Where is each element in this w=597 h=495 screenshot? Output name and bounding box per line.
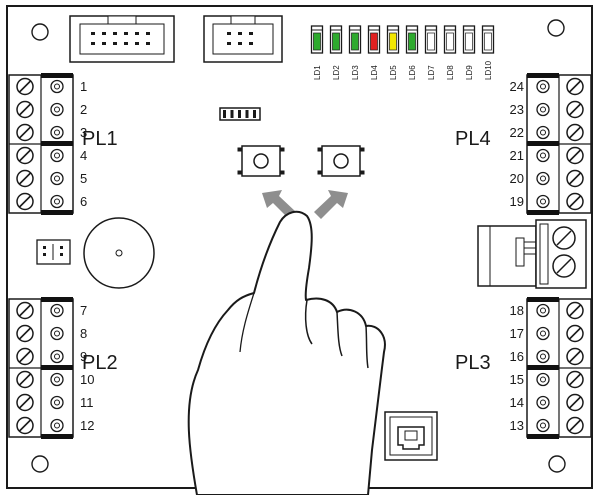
led-9: LD9	[462, 25, 476, 80]
small-chip	[219, 107, 261, 121]
mounting-hole-top-right	[547, 19, 565, 37]
pin-label: 19	[510, 194, 524, 209]
led-6: LD6	[405, 25, 419, 80]
arrow-icon	[262, 190, 296, 219]
terminal-block-pl4	[526, 73, 592, 215]
mounting-hole-top-left	[31, 23, 49, 41]
led-3: LD3	[348, 25, 362, 80]
pin-label: 10	[80, 372, 94, 387]
pin-label: 18	[510, 303, 524, 318]
led-label: LD9	[465, 65, 474, 80]
header-large-pins	[91, 32, 150, 45]
terminal-blocks	[8, 73, 592, 439]
pin-label: 7	[80, 303, 87, 318]
pin-label: 1	[80, 79, 87, 94]
led-label: LD3	[351, 65, 360, 80]
led-1: LD1	[310, 25, 324, 80]
led-label: LD6	[408, 65, 417, 80]
power-connector	[477, 219, 587, 289]
led-label: LD8	[446, 65, 455, 80]
led-label: LD2	[332, 65, 341, 80]
pin-label: 15	[510, 372, 524, 387]
led-10: LD10	[481, 25, 495, 80]
terminal-block-pl3	[526, 297, 592, 439]
pin-label: 22	[510, 125, 524, 140]
pin-label: 23	[510, 102, 524, 117]
led-7: LD7	[424, 25, 438, 80]
jumper	[36, 239, 71, 265]
pin-label: 17	[510, 326, 524, 341]
pin-label: 20	[510, 171, 524, 186]
pin-label: 16	[510, 349, 524, 364]
pin-label: 4	[80, 148, 87, 163]
push-button-right	[317, 145, 365, 177]
mounting-hole-bottom-left	[31, 455, 49, 473]
pin-label: 9	[80, 349, 87, 364]
led-label: LD7	[427, 65, 436, 80]
connector-label-pl4: PL4	[455, 128, 491, 150]
mounting-holes	[31, 19, 566, 473]
led-5: LD5	[386, 25, 400, 80]
terminal-block-pl1	[8, 73, 74, 215]
led-4: LD4	[367, 25, 381, 80]
pin-label: 24	[510, 79, 524, 94]
pin-label: 2	[80, 102, 87, 117]
pin-label: 13	[510, 418, 524, 433]
pin-label: 11	[80, 395, 94, 410]
pin-label: 8	[80, 326, 87, 341]
pin-label: 12	[80, 418, 94, 433]
connector-label-pl2: PL2	[82, 352, 118, 374]
led-label: LD4	[370, 65, 379, 80]
pin-label: 3	[80, 125, 87, 140]
led-label: LD10	[484, 60, 493, 80]
led-row: LD1 LD2 LD3 LD4 LD5 LD6 LD7 LD8 LD9 LD10	[310, 25, 495, 80]
header-small	[203, 15, 283, 63]
led-8: LD8	[443, 25, 457, 80]
connector-label-pl1: PL1	[82, 128, 118, 150]
pin-label: 14	[510, 395, 524, 410]
led-label: LD5	[389, 65, 398, 80]
usb-port-icon	[384, 411, 438, 461]
terminal-block-pl2	[8, 297, 74, 439]
mounting-hole-bottom-right	[548, 455, 566, 473]
header-small-pins	[227, 32, 253, 45]
connector-label-pl3: PL3	[455, 352, 491, 374]
arrow-icon	[314, 190, 348, 219]
pointing-hand-icon	[187, 210, 386, 495]
header-large	[69, 15, 175, 63]
push-button-left	[237, 145, 285, 177]
pin-label: 6	[80, 194, 87, 209]
buzzer-icon	[83, 217, 155, 289]
pin-label: 21	[510, 148, 524, 163]
led-2: LD2	[329, 25, 343, 80]
led-label: LD1	[313, 65, 322, 80]
pin-label: 5	[80, 171, 87, 186]
